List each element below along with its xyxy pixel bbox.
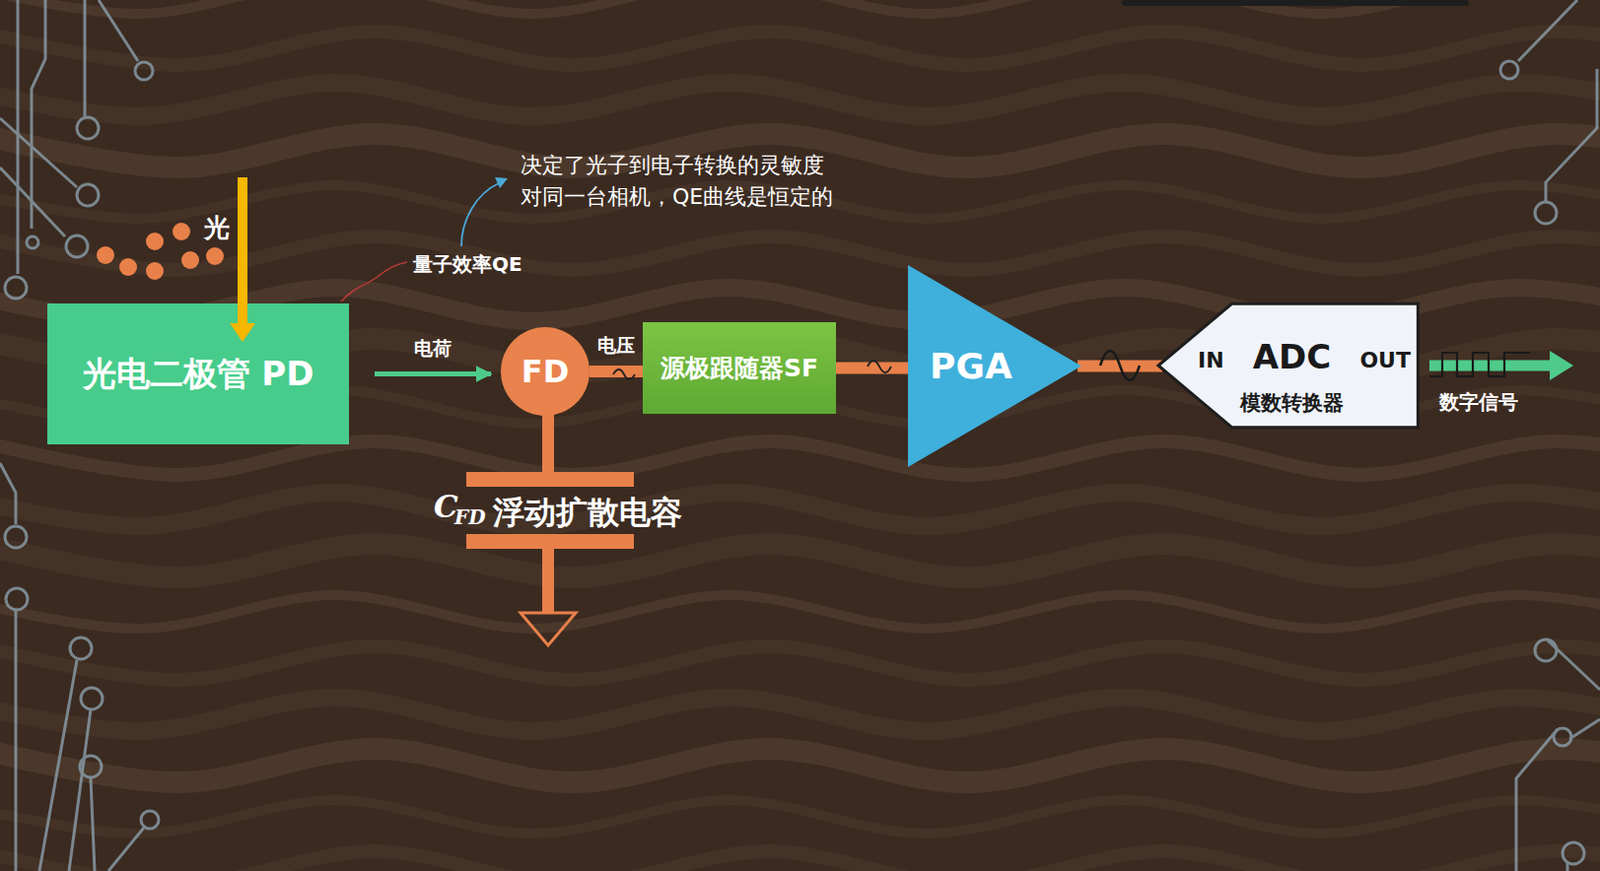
trace [0,118,77,188]
signal-tilde [613,369,635,380]
wood-grain-stroke [0,544,1600,578]
signal-sine [1100,350,1140,381]
callout-label: 量子效率QE [413,251,523,279]
photon [145,262,164,280]
capacitor-plate [466,534,634,550]
wood-grain-stroke [0,749,1600,783]
signal-wire [835,362,908,375]
wood-grain-stroke [0,0,1600,14]
qe-note-arrow [461,183,499,247]
trace-pad [1500,61,1519,79]
charge-arrow [374,371,491,377]
photon [181,251,200,270]
trace [1516,729,1558,871]
trace [0,463,16,525]
light-label: 光 [204,210,230,246]
pentagon-shape [1158,303,1418,427]
qe-leader-line [341,262,408,302]
trace [1545,69,1598,202]
trace-pad [66,235,88,258]
ground-wire [542,549,555,613]
trace [39,660,77,871]
node-label: PGA [929,346,1013,387]
trace [83,0,87,117]
qe-note-arrowhead [494,177,508,189]
trace [90,778,95,871]
wood-grain-stroke [0,236,1600,271]
node-label: 源极跟随器SF [660,351,819,385]
trace-pad [5,588,28,611]
top-bar [1121,0,1469,6]
wood-grain-stroke [0,31,1600,66]
component-label: 浮动扩散电容 [492,491,683,536]
photon [145,232,164,251]
ground-symbol [520,613,576,646]
wood-grain-stroke [0,646,1600,681]
photon [119,258,138,277]
trace-pad [1534,202,1557,224]
output-arrow-shaft [1429,360,1553,372]
pin-label: OUT [1359,347,1411,377]
adc-block: IN ADC OUT 模数转换器 [1158,302,1421,429]
floating-diffusion-circle: FD [500,327,590,417]
node-label: 光电二极管 PD [82,351,315,398]
photon [206,247,224,266]
source-follower-box: 源极跟随器SF [642,322,836,415]
photon [96,246,115,265]
amplifier-triangle: PGA [907,265,1082,468]
trace [69,709,91,871]
wood-grain-stroke [0,441,1600,476]
trace-pad [76,184,99,207]
trace-pad [140,811,159,830]
trace-pad [76,117,99,140]
trace-pad [4,277,27,299]
node-label: ADC [1238,337,1347,377]
capacitor-plate [466,472,634,487]
wood-grain-stroke [0,697,1600,732]
wood-grain-stroke [0,800,1600,835]
digital-waveform [1429,352,1531,377]
note-text: 决定了光子到电子转换的灵敏度 对同一台相机，QE曲线是恒定的 [520,149,846,213]
trace [1518,0,1578,62]
trace-pad [135,62,153,80]
trace-pad [79,756,102,778]
trace [14,611,18,871]
photodiode-box: 光电二极管 PD [47,303,349,445]
pin-label: IN [1197,347,1225,377]
signal-tilde [867,360,892,373]
trace [31,0,46,229]
edge-label: 电压 [597,333,635,359]
symbol-label: C [433,488,459,525]
trace [108,828,144,871]
node-label: FD [521,352,569,391]
trace [98,0,139,62]
signal-label: 数字信号 [1439,389,1519,417]
wood-grain-stroke [0,595,1600,629]
wood-grain-stroke [0,492,1600,527]
trace-pad [1534,639,1557,662]
trace [0,167,66,237]
output-arrowhead [1549,350,1574,381]
trace-pad [1562,842,1585,865]
trace-pad [26,236,39,249]
trace-pad [4,526,27,549]
wood-grain-stroke [0,851,1600,871]
symbol-subscript: FD [454,505,487,530]
trace-pad [69,637,92,660]
node-subtitle: 模数转换器 [1238,389,1347,418]
triangle-shape [907,265,1082,468]
trace-pad [80,688,103,710]
trace [1569,719,1600,740]
wood-grain-stroke [0,82,1600,117]
edge-label: 电荷 [414,336,452,362]
photon [172,222,191,241]
capacitor-wire [542,414,555,476]
